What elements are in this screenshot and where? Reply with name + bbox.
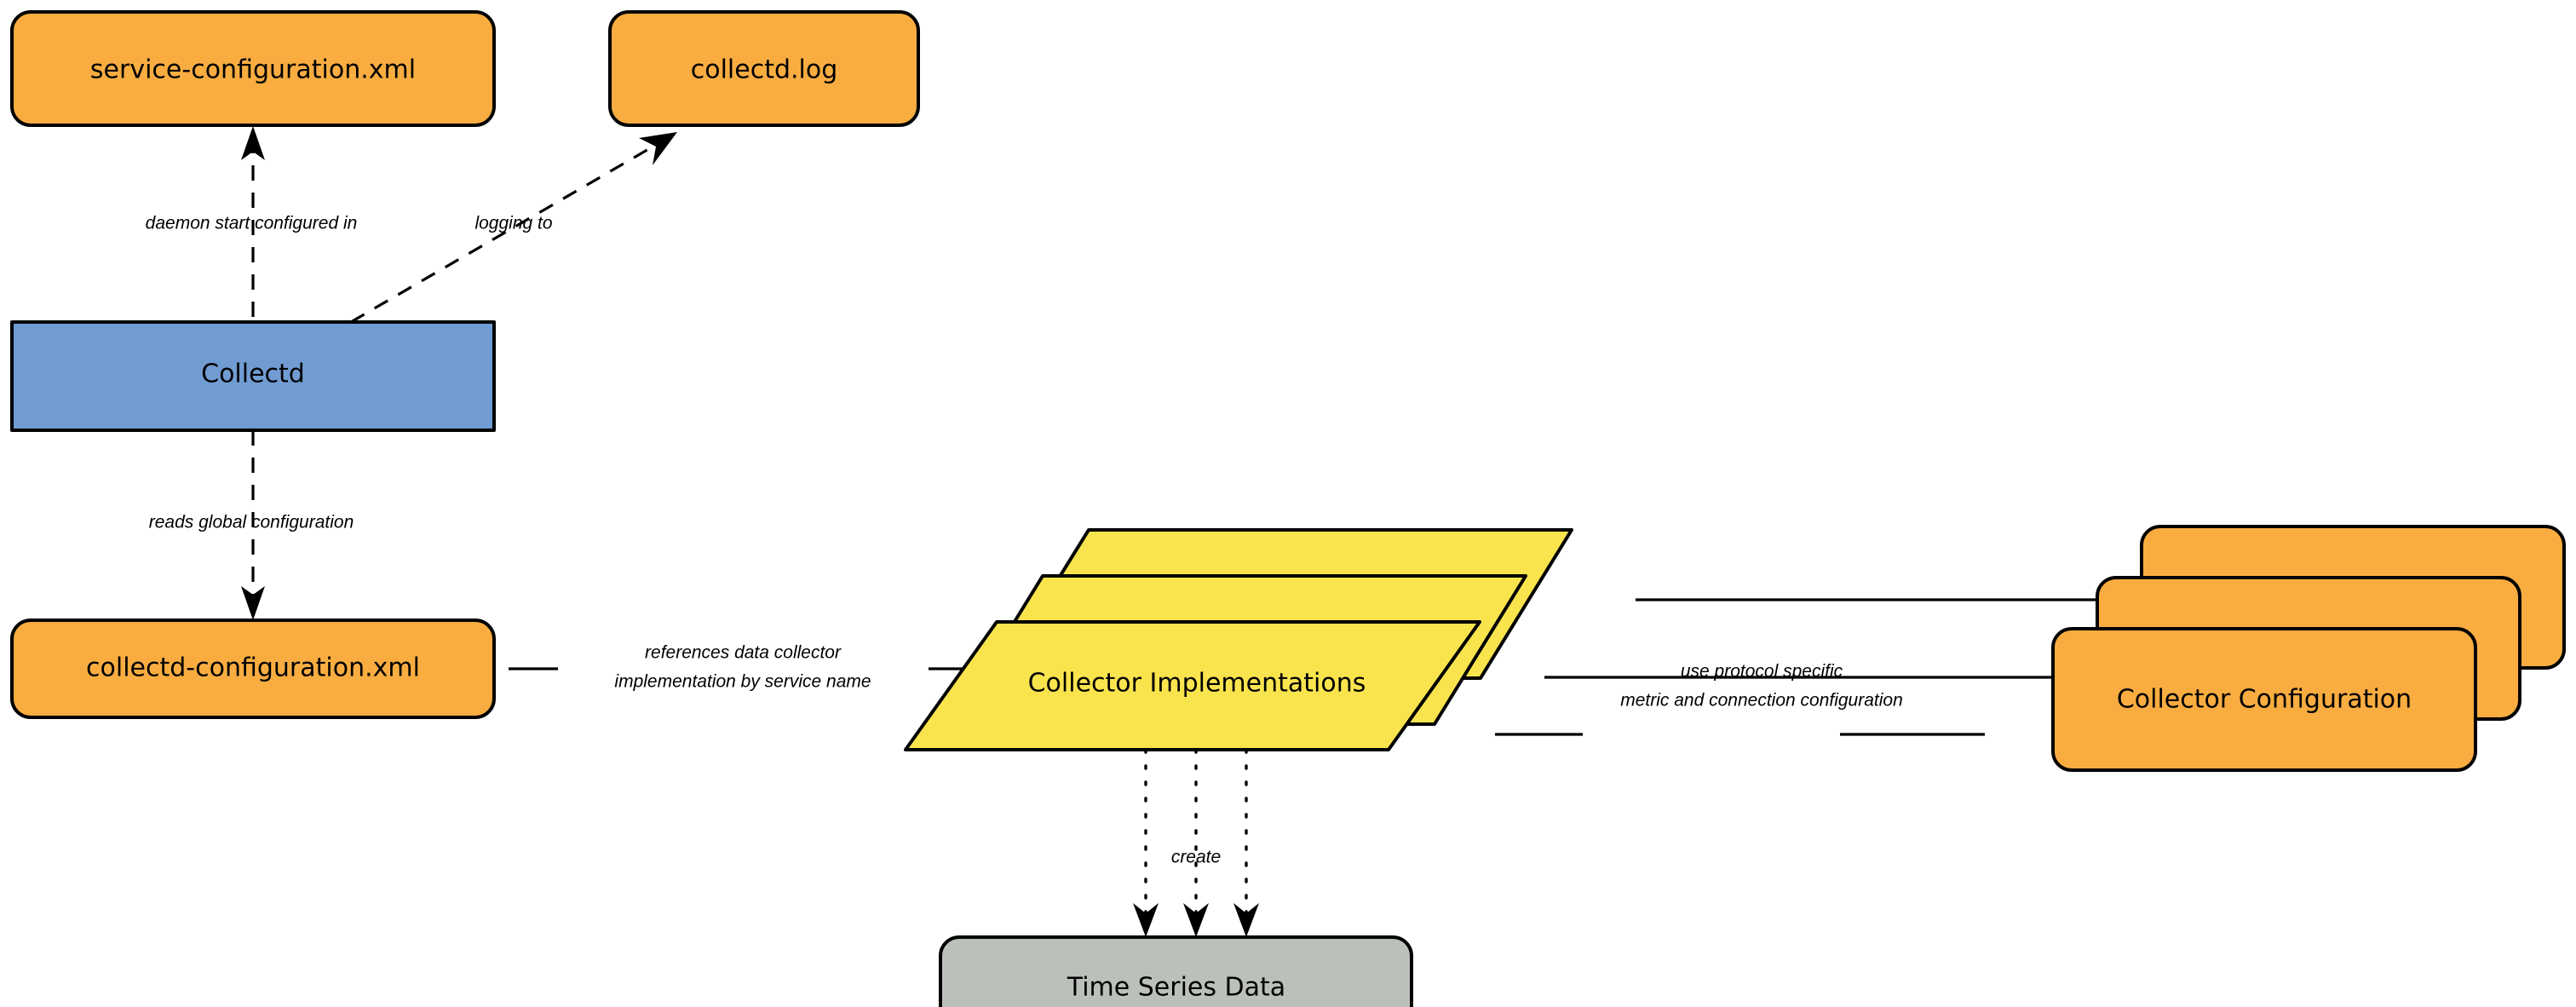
collectd-configuration-xml-box[interactable] <box>10 619 496 719</box>
collectd-label: Collectd <box>201 360 305 389</box>
service-configuration-xml-label: service-configuration.xml <box>90 55 416 85</box>
collectd-configuration-xml-label: collectd-configuration.xml <box>86 653 420 683</box>
edge-protocol-label-line1: use protocol specific <box>1681 662 1843 682</box>
node-collector-implementations[interactable]: Collector Implementations <box>904 528 1573 751</box>
node-collector-configuration[interactable]: Collector Configuration <box>2051 525 2566 772</box>
edge-reads-global-label: reads global configuration <box>149 513 354 532</box>
edge-logging-to-arrowhead <box>639 132 677 165</box>
edge-reads-global: reads global configuration <box>149 430 354 620</box>
collector-implementations-label: Collector Implementations <box>1028 669 1366 699</box>
collectd-log-box[interactable] <box>608 10 920 127</box>
collector-configuration-layer-1[interactable] <box>2051 627 2477 772</box>
collector-implementations-layer-1[interactable] <box>904 620 1481 751</box>
edge-create-arrowhead-2 <box>1183 903 1209 937</box>
edge-reads-global-arrowhead <box>241 586 265 620</box>
edge-logging-to-line <box>350 143 657 324</box>
edge-protocol-label-line2: metric and connection configuration <box>1620 691 1903 711</box>
node-collectd[interactable]: Collectd <box>10 320 496 432</box>
edge-references-label-line1: references data collector <box>645 643 842 663</box>
collectd-log-label: collectd.log <box>691 55 838 85</box>
edge-daemon-start: daemon start configured in <box>146 126 358 317</box>
time-series-data-label: Time Series Data <box>1067 973 1285 1003</box>
edge-references-data-collector: references data collector implementation… <box>509 643 991 692</box>
edge-create: create <box>1133 748 1259 937</box>
edge-create-arrowhead-1 <box>1133 903 1159 937</box>
edge-create-label: create <box>1171 848 1221 867</box>
edge-use-protocol-specific: use protocol specific metric and connect… <box>1495 598 2114 736</box>
edge-logging-to-label: logging to <box>474 214 552 233</box>
node-collectd-log[interactable]: collectd.log <box>608 10 920 127</box>
node-service-configuration-xml[interactable]: service-configuration.xml <box>10 10 496 127</box>
node-collectd-configuration-xml[interactable]: collectd-configuration.xml <box>10 619 496 719</box>
edge-references-label-line2: implementation by service name <box>614 672 871 692</box>
collectd-box[interactable] <box>10 320 496 432</box>
edge-logging-to: logging to <box>350 132 677 324</box>
collector-configuration-label: Collector Configuration <box>2117 685 2412 715</box>
edge-daemon-start-arrowhead <box>241 126 265 160</box>
edge-create-arrowhead-3 <box>1233 903 1259 937</box>
node-time-series-data[interactable]: Time Series Data <box>939 935 1413 1007</box>
edge-daemon-start-label: daemon start configured in <box>146 214 358 233</box>
service-configuration-xml-box[interactable] <box>10 10 496 127</box>
time-series-data-box[interactable] <box>939 935 1413 1007</box>
